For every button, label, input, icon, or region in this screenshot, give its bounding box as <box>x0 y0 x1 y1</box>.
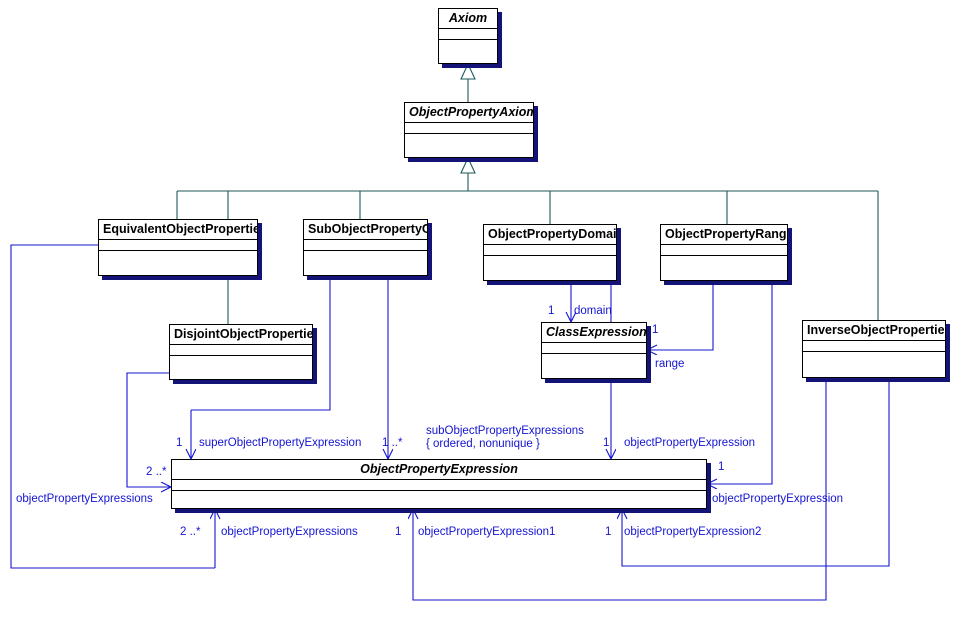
class-attributes-classexpression <box>542 343 646 354</box>
assoc-line-inverse-ope2 <box>622 378 890 567</box>
class-attributes-objectpropertyrange <box>661 245 787 256</box>
class-box-objectpropertyaxiom[interactable]: ObjectPropertyAxiom <box>404 102 534 158</box>
label-right-role: objectPropertyExpression <box>712 493 844 505</box>
assoc-line-range <box>647 281 714 350</box>
class-attributes-objectpropertydomain <box>484 245 616 256</box>
label-bottom1-multiplicity: 2 ..* <box>180 526 201 538</box>
gen-arrowhead-axiom <box>460 62 476 80</box>
label-left-role: objectPropertyExpressions <box>16 493 153 505</box>
label-bottom3-role: objectPropertyExpression2 <box>624 526 762 538</box>
assoc-line-equivalent-ope <box>10 244 215 569</box>
class-name-subobjectpropertyof: SubObjectPropertyOf <box>304 220 427 240</box>
label-sub-constraint: { ordered, nonunique } <box>426 438 540 450</box>
label-domain-role: domain <box>574 305 612 317</box>
class-box-equivalentobjectproperties[interactable]: EquivalentObjectProperties <box>98 219 258 276</box>
class-box-subobjectpropertyof[interactable]: SubObjectPropertyOf <box>303 219 428 276</box>
class-attributes-disjointobjectproperties <box>170 345 312 356</box>
association-edges <box>10 244 890 601</box>
class-attributes-subobjectpropertyof <box>304 240 427 251</box>
assoc-route-super-top <box>191 276 331 411</box>
class-attributes-axiom <box>439 29 497 40</box>
class-attributes-objectpropertyaxiom <box>405 123 533 134</box>
label-bottom1-role: objectPropertyExpressions <box>221 526 358 538</box>
label-right-multiplicity: 1 <box>718 461 725 473</box>
generalization-edges <box>176 62 879 324</box>
class-box-inverseobjectproperties[interactable]: InverseObjectProperties <box>802 320 946 378</box>
label-sub-role: subObjectPropertyExpressions <box>426 425 584 437</box>
gen-arrowhead-objectpropertyaxiom <box>460 156 476 174</box>
label-bottom3-multiplicity: 1 <box>605 526 612 538</box>
label-super-multiplicity: 1 <box>176 437 183 449</box>
assoc-line-range-ope <box>707 281 773 484</box>
label-sub-multiplicity: 1 ..* <box>382 437 403 449</box>
class-name-objectpropertyrange: ObjectPropertyRange <box>661 225 787 245</box>
class-box-classexpression[interactable]: ClassExpression <box>541 322 647 379</box>
label-bottom2-multiplicity: 1 <box>395 526 402 538</box>
label-ope-top-multiplicity: 1 <box>603 437 610 449</box>
class-attributes-equivalentobjectproperties <box>99 240 257 251</box>
class-name-classexpression: ClassExpression <box>542 323 646 343</box>
label-ope-top-role: objectPropertyExpression <box>624 437 756 449</box>
label-domain-multiplicity: 1 <box>548 305 555 317</box>
class-name-inverseobjectproperties: InverseObjectProperties <box>803 321 945 341</box>
class-box-objectpropertyexpression[interactable]: ObjectPropertyExpression <box>171 459 707 509</box>
class-box-objectpropertydomain[interactable]: ObjectPropertyDomain <box>483 224 617 281</box>
assoc-line-disjoint-ope <box>126 372 171 487</box>
class-name-disjointobjectproperties: DisjointObjectProperties <box>170 325 312 345</box>
class-name-objectpropertyexpression: ObjectPropertyExpression <box>172 460 706 480</box>
class-box-disjointobjectproperties[interactable]: DisjointObjectProperties <box>169 324 313 380</box>
class-attributes-inverseobjectproperties <box>803 341 945 352</box>
label-bottom2-role: objectPropertyExpression1 <box>418 526 556 538</box>
class-attributes-objectpropertyexpression <box>172 480 706 491</box>
label-range-role: range <box>655 358 685 370</box>
class-name-axiom: Axiom <box>439 9 497 29</box>
label-range-multiplicity: 1 <box>652 324 659 336</box>
class-box-axiom[interactable]: Axiom <box>438 8 498 64</box>
class-name-objectpropertyaxiom: ObjectPropertyAxiom <box>405 103 533 123</box>
class-box-objectpropertyrange[interactable]: ObjectPropertyRange <box>660 224 788 281</box>
class-name-equivalentobjectproperties: EquivalentObjectProperties <box>99 220 257 240</box>
assoc-line-inverse-ope1 <box>413 378 827 601</box>
label-left-multiplicity: 2 ..* <box>146 466 167 478</box>
class-name-objectpropertydomain: ObjectPropertyDomain <box>484 225 616 245</box>
label-super-role: superObjectPropertyExpression <box>199 437 362 449</box>
